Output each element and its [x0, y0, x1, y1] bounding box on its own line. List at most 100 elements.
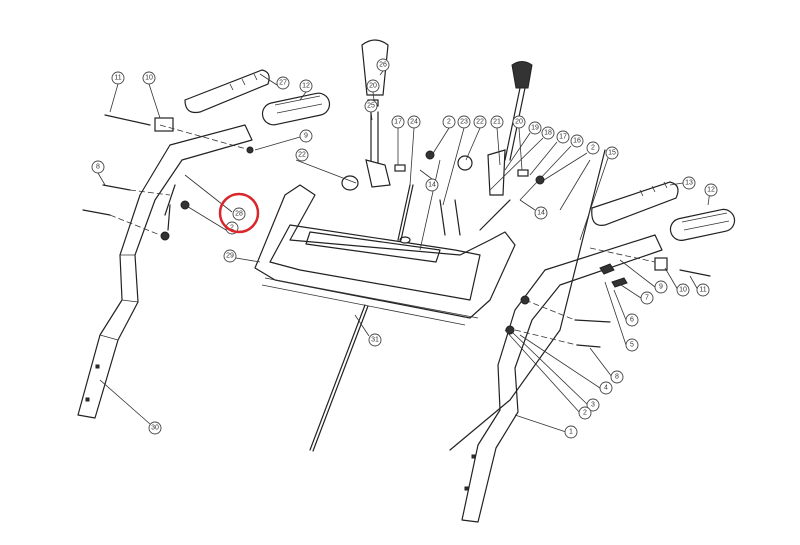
callout-number: 1	[569, 429, 573, 436]
callout-9: 9	[299, 129, 313, 143]
callout-8: 8	[610, 370, 624, 384]
callout-circle	[682, 176, 696, 190]
callout-12: 12	[704, 183, 718, 197]
callout-17: 17	[391, 115, 405, 129]
callout-4: 4	[599, 381, 613, 395]
callout-2: 2	[586, 141, 600, 155]
callout-circle	[528, 121, 542, 135]
callout-number: 15	[608, 150, 616, 157]
callout-2: 2	[442, 115, 456, 129]
callout-number: 11	[114, 75, 121, 82]
cable	[449, 149, 606, 451]
callout-1: 1	[564, 425, 578, 439]
callout-circle	[586, 398, 600, 412]
callout-number: 10	[679, 287, 687, 294]
callout-24: 24	[407, 115, 421, 129]
callout-number: 10	[145, 75, 153, 82]
callout-number: 29	[226, 253, 234, 260]
callout-number: 5	[630, 342, 634, 349]
callout-circle	[223, 249, 237, 263]
callout-number: 27	[279, 80, 287, 87]
callout-number: 2	[591, 145, 595, 152]
callout-number: 2	[583, 410, 587, 417]
callout-number: 16	[573, 138, 581, 145]
callout-circle	[704, 183, 718, 197]
callout-circle	[111, 71, 125, 85]
callout-number: 19	[531, 125, 539, 132]
rod-31	[309, 304, 369, 452]
callout-circle	[457, 115, 471, 129]
callout-circle	[91, 160, 105, 174]
callout-number: 9	[304, 133, 308, 140]
callout-6: 6	[625, 313, 639, 327]
callout-circle	[442, 115, 456, 129]
shift-rod	[397, 184, 414, 241]
callout-7: 7	[640, 291, 654, 305]
callout-5: 5	[625, 338, 639, 352]
callout-circle	[391, 115, 405, 129]
callout-number: 13	[685, 180, 693, 187]
callout-number: 26	[379, 62, 387, 69]
callout-16: 16	[570, 134, 584, 148]
callout-number: 7	[645, 295, 649, 302]
callout-circle	[364, 99, 378, 113]
callout-19: 19	[528, 121, 542, 135]
grip-12-right	[669, 208, 736, 241]
callout-circle	[696, 283, 710, 297]
callout-number: 6	[630, 317, 634, 324]
callout-number: 23	[460, 119, 468, 126]
callout-number: 30	[151, 425, 159, 432]
callout-20: 20	[366, 79, 380, 93]
callout-number: 22	[476, 119, 484, 126]
callout-circle	[625, 338, 639, 352]
callout-circle	[599, 381, 613, 395]
callout-circle	[473, 115, 487, 129]
callout-circle	[676, 283, 690, 297]
callout-23: 23	[457, 115, 471, 129]
grip-12-left	[261, 92, 331, 126]
callout-number: 24	[410, 119, 418, 126]
callout-14: 14	[425, 178, 439, 192]
callout-circle	[605, 146, 619, 160]
callout-13: 13	[682, 176, 696, 190]
callout-circle	[232, 207, 246, 221]
callout-2: 2	[578, 406, 592, 420]
callout-number: 12	[707, 187, 715, 194]
callout-circle	[570, 134, 584, 148]
callout-circle	[276, 76, 290, 90]
callout-circle	[541, 126, 555, 140]
callout-number: 14	[537, 210, 545, 217]
callout-number: 8	[615, 374, 619, 381]
callout-10: 10	[142, 71, 156, 85]
callout-circle	[586, 141, 600, 155]
callout-12: 12	[299, 79, 313, 93]
callout-22: 22	[295, 148, 309, 162]
callout-circle	[142, 71, 156, 85]
callout-number: 31	[371, 337, 379, 344]
callout-circle	[425, 178, 439, 192]
callout-21: 21	[490, 115, 504, 129]
callout-22: 22	[473, 115, 487, 129]
callout-number: 22	[298, 152, 306, 159]
callout-number: 9	[659, 284, 663, 291]
left-handle-bar	[77, 124, 253, 419]
callout-number: 2	[230, 225, 234, 232]
callout-9: 9	[654, 280, 668, 294]
auger-lever	[487, 61, 533, 196]
callout-number: 17	[559, 134, 567, 141]
callout-29: 29	[223, 249, 237, 263]
callout-number: 8	[96, 164, 100, 171]
callout-31: 31	[368, 333, 382, 347]
callout-number: 18	[544, 130, 552, 137]
highlight-ring	[218, 192, 260, 234]
callout-26: 26	[376, 58, 390, 72]
callout-number: 25	[367, 103, 375, 110]
callout-circle	[148, 421, 162, 435]
callout-circle	[654, 280, 668, 294]
callout-number: 20	[369, 83, 377, 90]
control-panel	[254, 184, 516, 326]
callout-8: 8	[91, 160, 105, 174]
callout-number: 2	[447, 119, 451, 126]
callout-number: 28	[235, 211, 243, 218]
